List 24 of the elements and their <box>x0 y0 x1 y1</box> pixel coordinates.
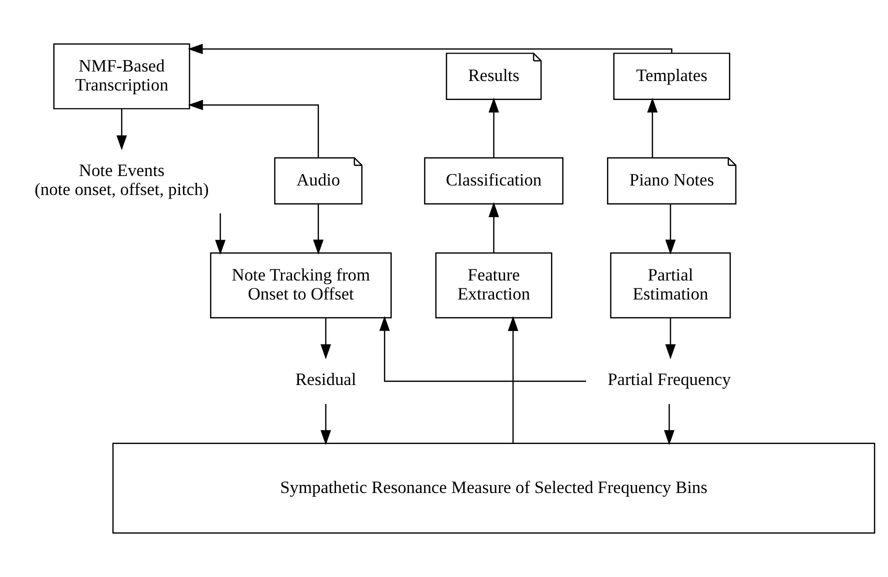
node-box: Partial Estimation <box>610 252 731 318</box>
arrow <box>320 318 332 360</box>
arrow <box>313 204 324 255</box>
arrow <box>188 100 319 158</box>
arrow <box>320 404 332 446</box>
arrow <box>488 202 499 253</box>
arrow <box>215 213 226 255</box>
arrow <box>508 316 518 444</box>
arrow <box>488 98 499 158</box>
arrow <box>647 98 658 158</box>
arrow <box>665 318 676 360</box>
node-text: Note Events (note onset, offset, pitch) <box>34 160 209 199</box>
node-box: NMF-Based Transcription <box>53 43 190 110</box>
node-box: Templates <box>613 52 730 100</box>
arrow <box>665 204 676 255</box>
node-box: Classification <box>424 157 564 204</box>
node-box: Feature Extraction <box>435 252 552 318</box>
node-box: Sympathetic Resonance Measure of Selected Frequency Bins <box>112 442 876 534</box>
arrow <box>664 404 674 446</box>
arrow <box>116 108 127 150</box>
arrow <box>379 316 586 382</box>
node-text: Partial Frequency <box>608 369 731 390</box>
node-text: Residual <box>295 369 356 390</box>
node-box: Note Tracking from Onset to Offset <box>210 252 392 318</box>
